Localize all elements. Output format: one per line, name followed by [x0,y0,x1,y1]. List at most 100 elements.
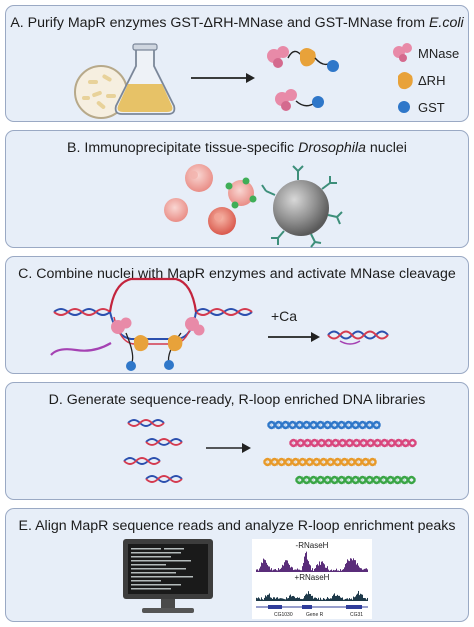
signal-bar [356,564,357,572]
signal-bar [280,568,281,572]
signal-bar [364,568,365,572]
panel-c-art: +Ca [50,277,389,371]
signal-bar [288,598,289,601]
signal-bar [270,597,271,601]
signal-bar [279,598,280,601]
signal-bar [343,599,344,601]
signal-bar [265,560,266,572]
signal-bar [267,594,268,601]
signal-bar [342,597,343,601]
signal-bar [338,595,339,601]
signal-bar [285,560,286,572]
signal-bar [353,596,354,601]
signal-bar [349,561,350,572]
signal-bar [331,569,332,572]
signal-bar [310,594,311,601]
dna-library-icon [262,420,418,485]
signal-bar [305,553,306,572]
signal-bar [287,560,288,572]
signal-bar [299,569,300,572]
signal-bar [350,558,351,572]
signal-bar [257,598,258,601]
signal-bar [345,598,346,601]
signal-bar [354,597,355,601]
enzyme-complex-icon [111,317,205,371]
signal-bar [363,569,364,572]
cleaved-fragment-icon [327,330,389,345]
signal-bar [315,568,316,572]
panel-b-art [164,164,343,248]
signal-bar [308,591,309,601]
signal-bar [353,558,354,572]
signal-bar [333,569,334,572]
signal-bar [329,598,330,601]
signal-bar [282,564,283,572]
signal-bar [264,597,265,601]
signal-bar [319,561,320,572]
gene-annotation-track [256,605,368,609]
dna-strand [266,420,382,430]
signal-bar [364,597,365,601]
signal-bar [286,560,287,572]
signal-bar [290,594,291,601]
signal-bar [275,598,276,601]
signal-bar [276,570,277,572]
signal-bar [278,598,279,601]
signal-bar [365,598,366,601]
legend-drh-icon [398,72,413,90]
signal-bar [312,595,313,601]
signal-bar [277,597,278,601]
signal-bar [281,567,282,572]
signal-bar [318,565,319,572]
signal-bar [325,567,326,572]
signal-bar [265,595,266,601]
signal-bar [300,598,301,601]
signal-bar [344,567,345,572]
signal-bar [355,596,356,601]
signal-bar [262,563,263,572]
dna-strand [262,457,378,467]
signal-bar [343,569,344,572]
signal-bar [305,594,306,601]
signal-bar [336,595,337,601]
panel-b: B. Immunoprecipitate tissue-specific Dro… [5,130,469,248]
signal-bar [321,599,322,601]
signal-bar [337,594,338,601]
signal-bar [283,565,284,572]
signal-bar [298,597,299,601]
signal-bar [273,569,274,572]
signal-bar [323,563,324,572]
signal-bar [357,593,358,601]
panel-b-title: B. Immunoprecipitate tissue-specific Dro… [67,140,407,156]
signal-bar [328,598,329,601]
signal-bar [292,595,293,601]
signal-bar [359,595,360,601]
signal-bar [290,567,291,572]
panel-a-art: MNase ΔRH GST [74,43,459,119]
signal-bar [274,597,275,601]
legend-drh-label: ΔRH [418,73,445,88]
signal-bar [302,566,303,572]
signal-bar [347,559,348,572]
panel-d: D. Generate sequence-ready, R-loop enric… [5,382,469,500]
signal-bar [276,597,277,601]
signal-bar [285,599,286,601]
signal-bar [362,569,363,572]
signal-bar [360,593,361,601]
signal-bar [329,570,330,572]
signal-bar [294,596,295,601]
signal-bar [320,597,321,601]
signal-bar [360,568,361,572]
signal-bar [352,599,353,601]
signal-bar [361,568,362,572]
signal-bar [328,569,329,572]
signal-bar [289,564,290,572]
signal-bar [350,599,351,601]
signal-bar [354,560,355,572]
signal-bar [359,567,360,572]
signal-bar [315,597,316,601]
signal-bar [258,597,259,601]
signal-bar [330,570,331,572]
signal-bar [317,599,318,601]
signal-bar [269,593,270,601]
